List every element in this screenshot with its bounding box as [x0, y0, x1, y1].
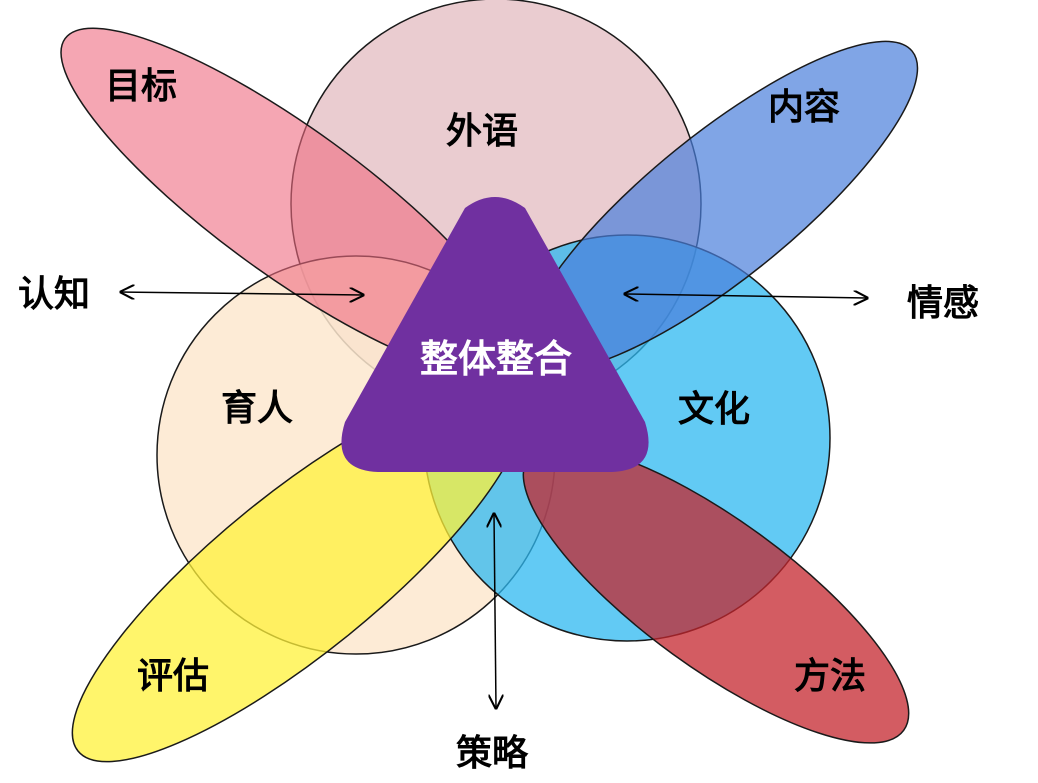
label-qinggan: 情感	[907, 283, 979, 324]
label-neirong: 内容	[768, 87, 840, 128]
label-waiyu: 外语	[446, 111, 518, 152]
label-pinggu: 评估	[137, 656, 209, 697]
label-celue: 策略	[456, 733, 529, 774]
arrow-renzhi	[121, 292, 363, 295]
label-fangfa: 方法	[794, 656, 866, 697]
label-mubiao: 目标	[105, 66, 177, 107]
label-center: 整体整合	[420, 337, 572, 381]
label-renzhi: 认知	[18, 274, 90, 315]
label-yuren: 育人	[221, 388, 293, 429]
center-triangle	[341, 197, 649, 472]
label-wenhua: 文化	[678, 389, 750, 430]
arrow-qinggan	[625, 294, 867, 298]
arrow-celue	[494, 514, 496, 708]
